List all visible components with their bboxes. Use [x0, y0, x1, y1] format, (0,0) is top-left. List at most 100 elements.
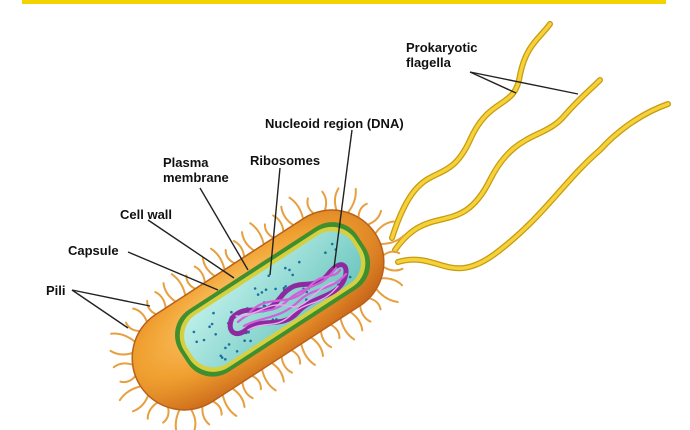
pilus [162, 406, 170, 424]
pilus [272, 214, 285, 233]
pilus [118, 385, 142, 402]
ribosome-dot [264, 288, 268, 292]
leader-pili-1 [71, 289, 151, 307]
pilus [125, 321, 141, 332]
ribosome-dot [262, 304, 266, 308]
ribosome-dot [274, 287, 277, 291]
pilus [170, 273, 187, 297]
label-prokaryotic-flagella-line1: Prokaryotic [406, 40, 478, 55]
pilus [231, 387, 246, 408]
pilus [146, 299, 157, 316]
ribosome-dot [219, 354, 223, 358]
label-plasma-membrane: Plasma membrane [163, 155, 229, 185]
pilus [211, 400, 223, 416]
pilus [132, 307, 148, 323]
ribosome-dot [348, 275, 352, 279]
pilus [321, 190, 328, 212]
label-ribosomes: Ribosomes [250, 153, 321, 168]
pilus [261, 368, 277, 392]
label-prokaryotic-flagella: Prokaryotic flagella [406, 40, 478, 70]
pilus [190, 408, 197, 430]
pilus [193, 265, 206, 284]
pilus [368, 297, 382, 311]
label-prokaryotic-flagella-line2: flagella [406, 55, 451, 70]
label-plasma-membrane-line1: Plasma [163, 155, 209, 170]
flagellum-3-highlight [396, 102, 670, 270]
pilus [359, 304, 372, 323]
nucleoid-strand-3 [235, 281, 339, 331]
pilus [201, 405, 211, 426]
ribosome-dot [224, 358, 227, 361]
pilus [232, 240, 246, 258]
pilus [201, 256, 216, 278]
ribosome-dot [253, 287, 257, 290]
label-cell-wall: Cell wall [120, 207, 173, 222]
label-plasma-membrane-line2: membrane [163, 170, 229, 185]
cytoplasm-region [184, 231, 361, 368]
leader-flagella-1 [469, 71, 517, 94]
pilus [300, 342, 316, 366]
pilus [146, 401, 159, 420]
pilus [382, 250, 401, 257]
pilus [270, 362, 285, 383]
ribosome-dot [214, 333, 217, 336]
label-nucleoid-region: Nucleoid region (DNA) [265, 116, 404, 131]
pilus [346, 187, 357, 214]
ribosome-dot [288, 268, 291, 272]
ribosome-dot [284, 285, 288, 288]
pilus [280, 205, 295, 227]
ribosome-dot [291, 273, 295, 277]
pilus [366, 209, 382, 226]
pilus [329, 323, 341, 340]
pilus [162, 282, 177, 303]
pilus [349, 311, 364, 332]
pilus [357, 202, 368, 219]
pilus [249, 222, 265, 246]
pilus [280, 355, 293, 374]
pilus [174, 408, 181, 430]
pilus [224, 248, 236, 265]
pilus [131, 394, 150, 413]
leader-pili-2 [71, 289, 129, 329]
pilus [306, 197, 315, 215]
pilus [109, 349, 134, 356]
flagellum-3 [395, 101, 671, 272]
pilus [288, 196, 305, 220]
leader-lines [71, 71, 579, 329]
pilus [112, 362, 134, 369]
flagella-group [389, 21, 671, 272]
pilus [375, 288, 399, 303]
ribosome-dot [260, 291, 264, 294]
pilus [333, 187, 340, 212]
ribosome-dot [243, 339, 246, 343]
ribosome-dot [192, 330, 196, 334]
pilus [221, 393, 238, 417]
pilus [154, 291, 167, 309]
pilus [263, 223, 275, 239]
ribosome-dot [230, 310, 233, 314]
pilus [241, 381, 254, 400]
ribosome-dot [212, 311, 215, 315]
flagellum-2-highlight [393, 78, 602, 252]
pilus [251, 374, 262, 391]
ribosome-dot [256, 293, 260, 296]
leader-cell-wall [147, 219, 235, 279]
ribosome-dot [284, 266, 287, 270]
ribosome-dot [249, 339, 252, 343]
ribosome-dot [195, 340, 198, 344]
pilus [380, 277, 404, 287]
pilus [290, 349, 302, 365]
ribosome-dot [227, 343, 231, 346]
pilus [310, 336, 324, 357]
pilus [319, 330, 333, 349]
pilus [110, 332, 136, 343]
flagellum-1-highlight [390, 22, 552, 240]
pilus [119, 375, 137, 384]
ribosome-dot [330, 242, 334, 246]
ribosome-dot [324, 251, 327, 254]
ribosome-dot [202, 338, 206, 342]
leader-capsule [127, 251, 219, 291]
ribosome-dot [210, 322, 214, 326]
